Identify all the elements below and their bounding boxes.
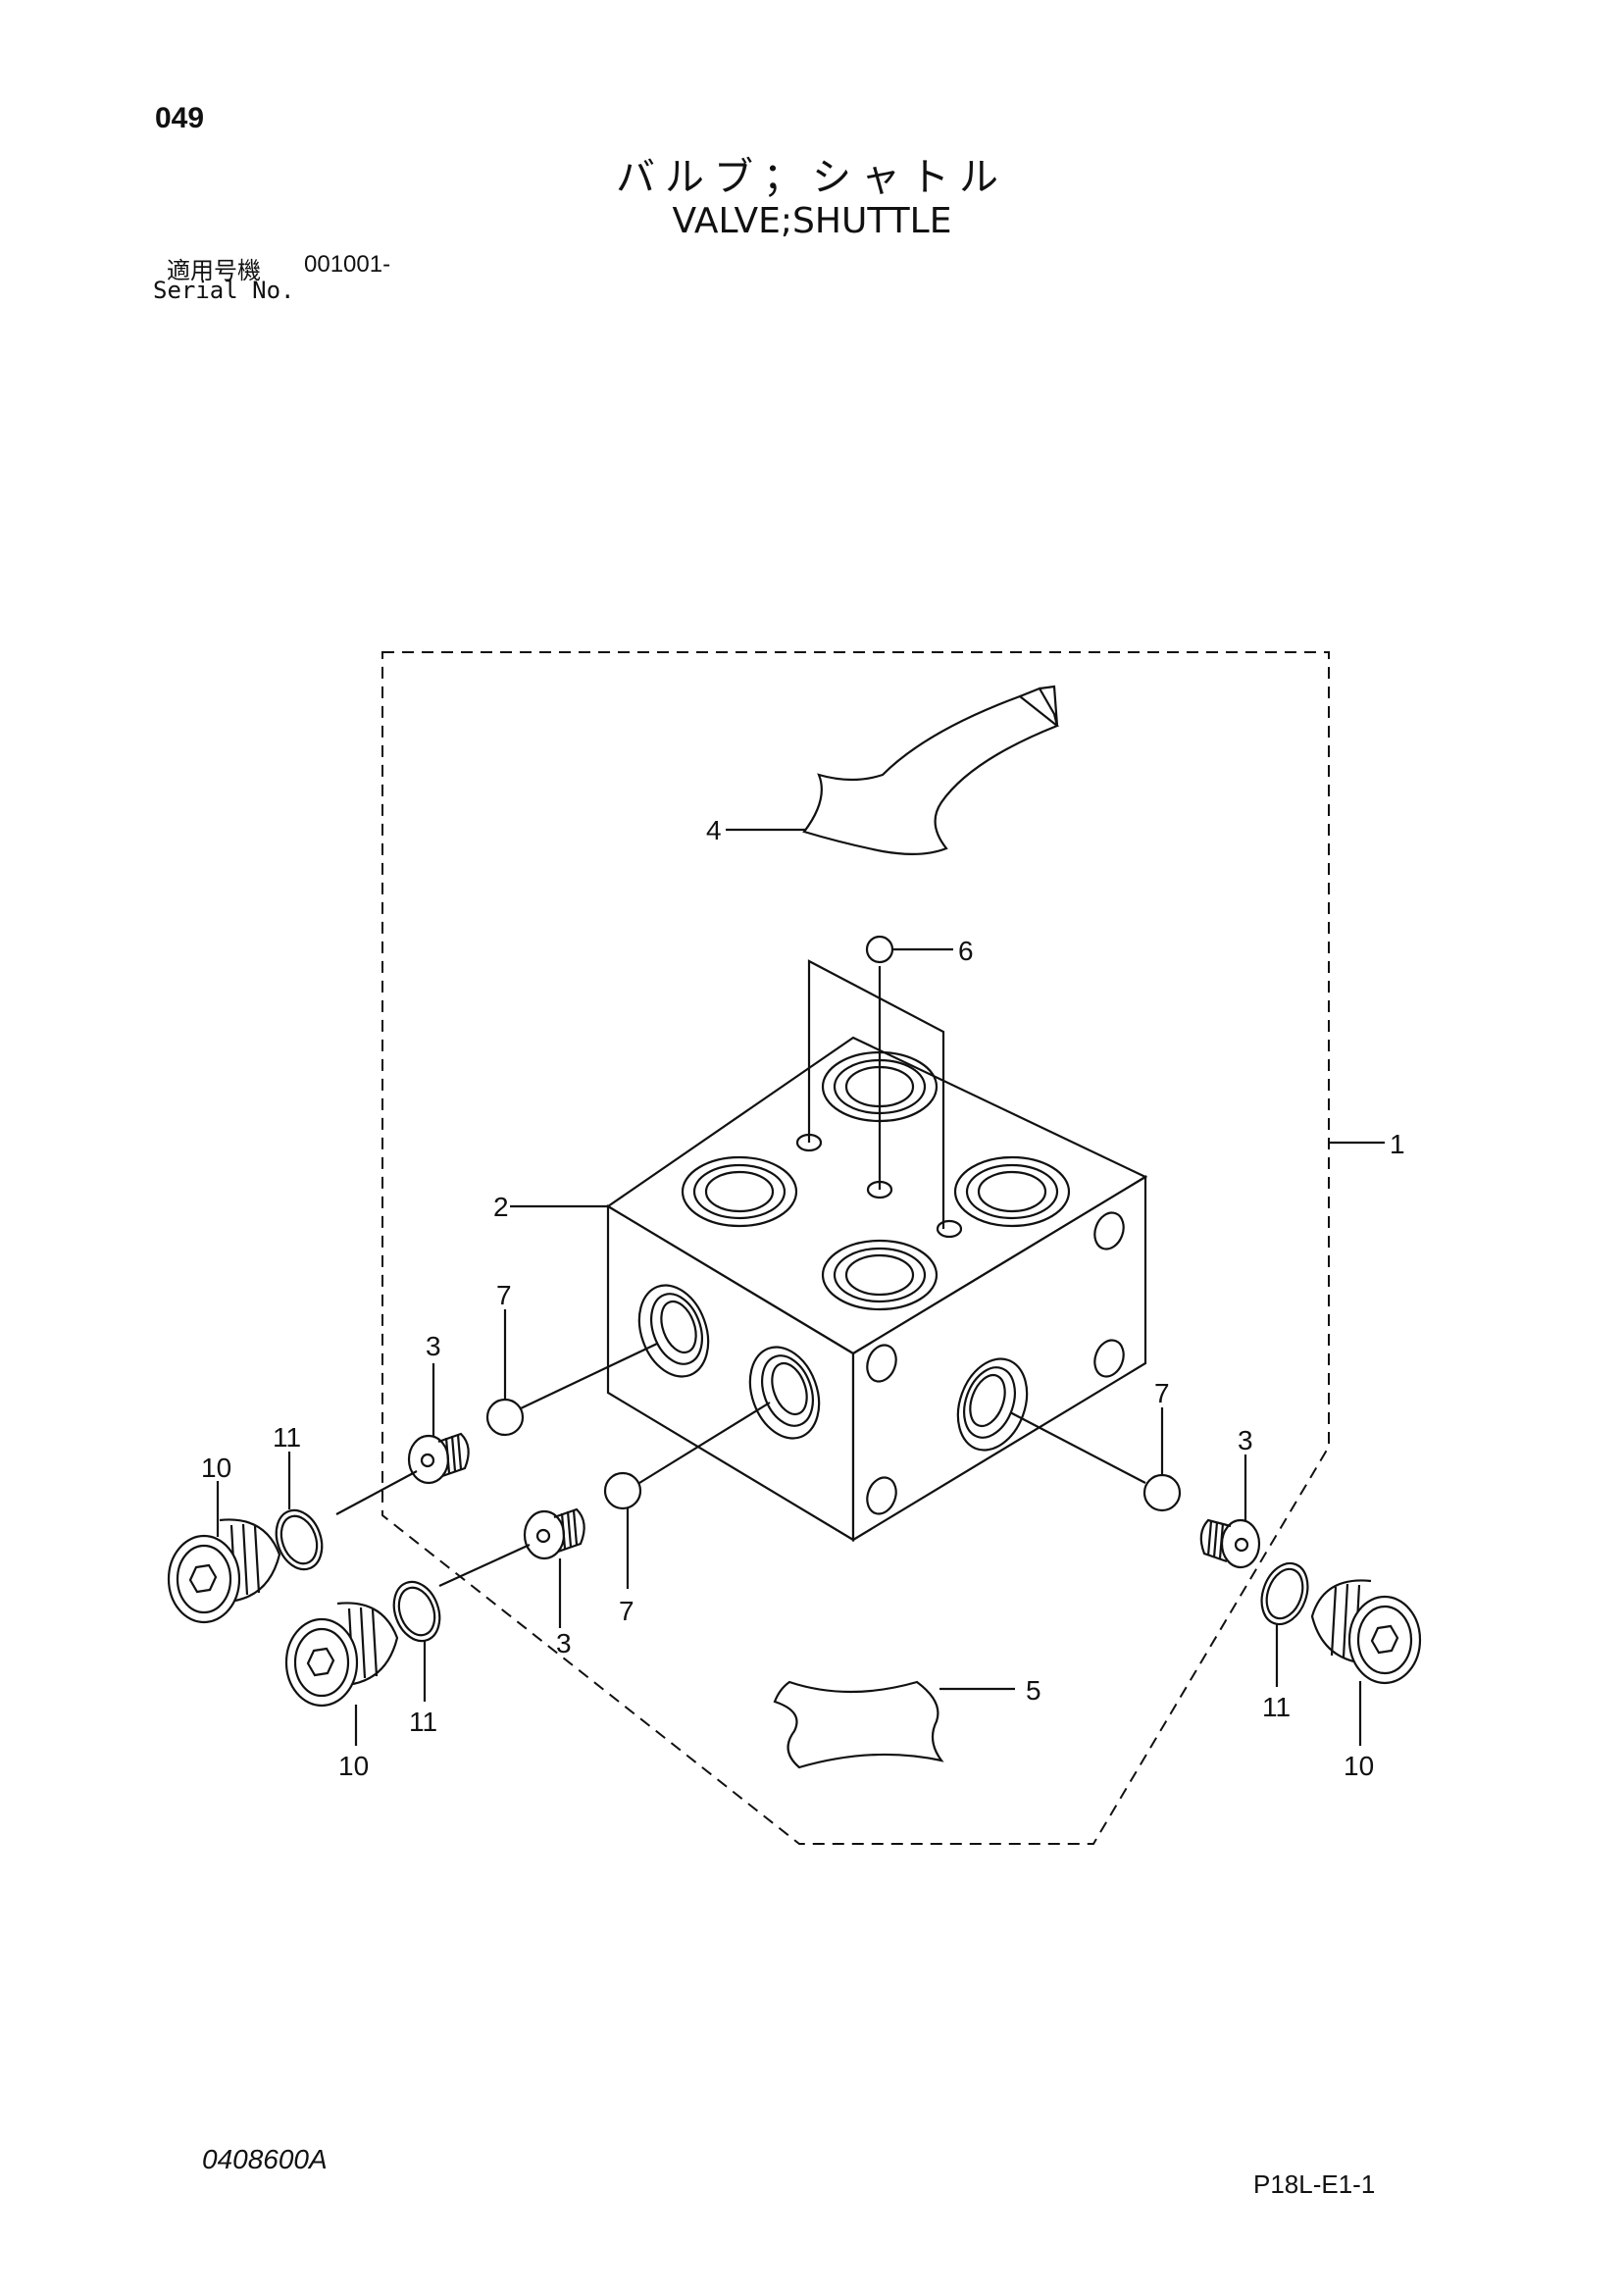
callout-5: 5 [1026, 1675, 1041, 1706]
callout-10-right: 10 [1344, 1751, 1374, 1781]
part-10-plug-left-upper [167, 1518, 281, 1624]
callout-7-lower: 7 [619, 1596, 634, 1626]
callout-6: 6 [958, 936, 974, 966]
callout-3-right: 3 [1238, 1425, 1253, 1455]
serial-number: 001001- [304, 251, 391, 278]
serial-label-japanese: 適用号機 [167, 257, 261, 284]
part-3-plug-left-upper [407, 1432, 470, 1485]
drawing-code: 0408600A [202, 2144, 328, 2174]
part-10-plug-right [1310, 1579, 1422, 1685]
callout-11-left-upper: 11 [273, 1422, 301, 1453]
part-10-plug-left-lower [284, 1602, 399, 1708]
page-number: 049 [155, 102, 205, 134]
part-4-bracket [802, 685, 1060, 855]
callout-7-right: 7 [1154, 1378, 1170, 1408]
assembly-boundary [381, 651, 1330, 1845]
title-english: VALVE;SHUTTLE [672, 201, 952, 241]
part-2-valve-block [605, 1036, 1148, 1542]
callout-3-left-lower: 3 [556, 1628, 572, 1658]
sheet-code: P18L-E1-1 [1253, 2169, 1376, 2199]
part-3-plug-left-lower [523, 1507, 585, 1560]
callout-11-left-lower: 11 [409, 1707, 437, 1737]
callout-3-left-upper: 3 [426, 1331, 441, 1361]
title-japanese: バルブ；シャトル [616, 155, 1008, 200]
callout-4: 4 [706, 815, 722, 845]
callout-7-upper-left: 7 [496, 1280, 512, 1310]
callout-10-left-upper: 10 [201, 1453, 231, 1483]
callout-2: 2 [493, 1192, 509, 1222]
callout-1: 1 [1390, 1129, 1405, 1159]
callout-10-left-lower: 10 [338, 1751, 369, 1781]
part-3-plug-right [1199, 1518, 1261, 1569]
callout-11-right: 11 [1262, 1692, 1291, 1722]
serial-label-english: Serial No. [153, 277, 295, 304]
part-5-plate [773, 1680, 944, 1769]
